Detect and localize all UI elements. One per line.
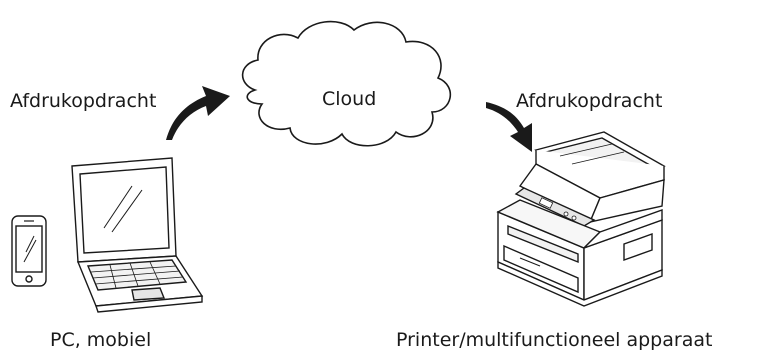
printer-icon [496, 131, 666, 307]
curved-arrow-down-icon [486, 102, 532, 152]
print-job-label-left: Afdrukopdracht [10, 90, 157, 112]
printer-label: Printer/multifunctioneel apparaat [396, 329, 713, 351]
laptop-icon [71, 157, 204, 313]
smartphone-icon [11, 215, 47, 287]
cloud-label: Cloud [322, 88, 377, 110]
cloud-icon [241, 20, 452, 147]
curved-arrow-up-icon [166, 86, 230, 140]
pc-mobile-label: PC, mobiel [50, 329, 152, 351]
print-job-label-right: Afdrukopdracht [516, 90, 663, 112]
